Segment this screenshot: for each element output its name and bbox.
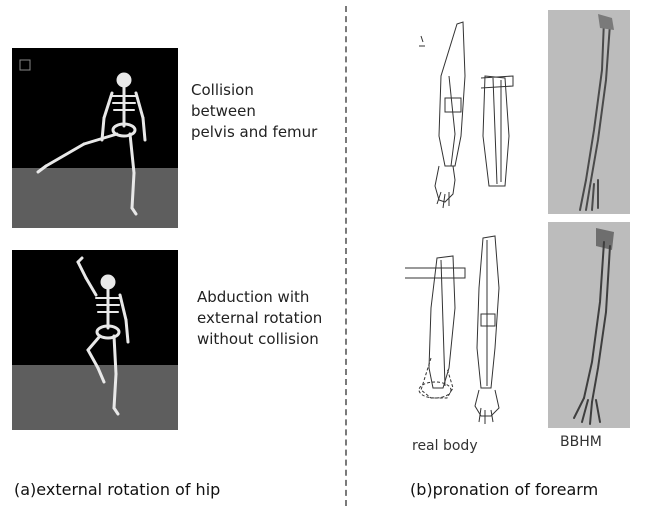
caption-line: between (191, 101, 341, 122)
caption-line: external rotation (197, 308, 347, 329)
bbhm-render-top (548, 10, 630, 214)
bbhm-render-bottom (548, 222, 630, 428)
forearm-sketch-top (405, 16, 540, 216)
subfigure-title-b: (b)pronation of forearm (410, 480, 598, 499)
caption-abduction: Abduction with external rotation without… (197, 287, 347, 350)
subfigure-title-a: (a)external rotation of hip (14, 480, 220, 499)
caption-collision: Collision between pelvis and femur (191, 80, 341, 143)
forearm-sketch-bottom (395, 218, 535, 430)
label-bbhm: BBHM (560, 434, 602, 450)
caption-line: Abduction with (197, 287, 347, 308)
caption-line: pelvis and femur (191, 122, 341, 143)
caption-line: Collision (191, 80, 341, 101)
skeleton-render-abduction (12, 250, 178, 430)
label-real-body: real body (412, 438, 478, 454)
panel-divider (345, 6, 347, 506)
caption-line: without collision (197, 329, 347, 350)
skeleton-render-collision (12, 48, 178, 228)
